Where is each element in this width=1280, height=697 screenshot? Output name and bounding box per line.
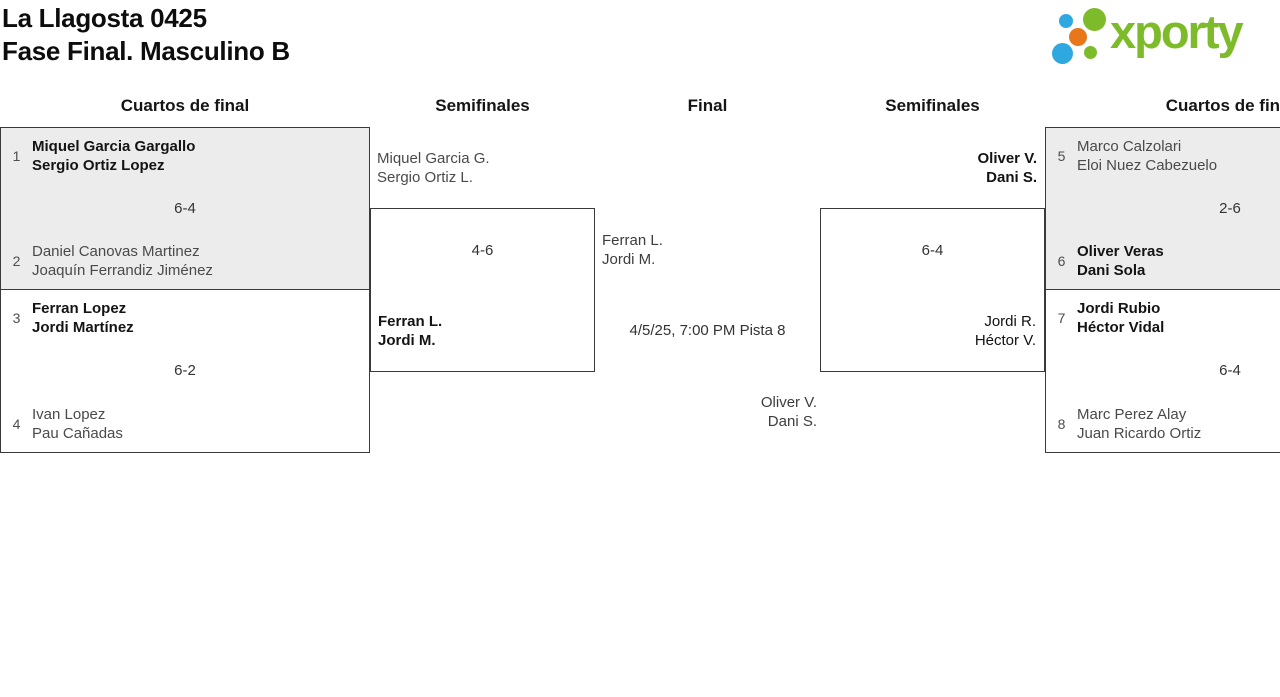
player-name: Jordi Martínez: [32, 319, 134, 336]
player-name: Ferran Lopez: [32, 300, 127, 317]
player-name: Ferran L.: [378, 313, 443, 330]
player-name: Dani S.: [986, 169, 1037, 186]
player-name: Jordi M.: [378, 332, 436, 349]
team-name: Miquel Garcia Gargallo Sergio Ortiz Lope…: [32, 137, 195, 175]
seed-number: 6: [1057, 253, 1066, 269]
team-row: 7 Jordi Rubio Héctor Vidal: [1054, 299, 1280, 337]
tournament-name: La Llagosta 0425: [2, 3, 207, 33]
player-name: Oliver V.: [760, 394, 817, 411]
team-name: Ferran Lopez Jordi Martínez: [32, 299, 134, 337]
xporty-wordmark: xporty: [1110, 5, 1244, 58]
player-name: Sergio Ortiz L.: [377, 169, 473, 186]
team-name: Jordi Rubio Héctor Vidal: [1077, 299, 1164, 337]
logo-dot-green-large-icon: [1083, 8, 1106, 31]
player-name: Marco Calzolari: [1077, 138, 1182, 155]
team-name: Marco Calzolari Eloi Nuez Cabezuelo: [1077, 137, 1217, 175]
match-qf2[interactable]: 3 Ferran Lopez Jordi Martínez 6-2 4 Ivan…: [0, 289, 370, 453]
match-score: 6-4: [921, 242, 944, 259]
final-team-right: Oliver V. Dani S.: [595, 393, 817, 431]
tournament-title: La Llagosta 0425 Fase Final. Masculino B: [2, 2, 290, 68]
sf-left-bottom-team: Ferran L. Jordi M.: [378, 312, 442, 350]
match-score: 4-6: [471, 242, 494, 259]
team-name: Daniel Canovas Martinez Joaquín Ferrandi…: [32, 242, 213, 280]
player-name: Héctor Vidal: [1077, 319, 1165, 336]
sf-right-top-team: Oliver V. Dani S.: [820, 149, 1038, 187]
sf-left-top-team: Miquel Garcia G. Sergio Ortiz L.: [377, 149, 490, 187]
seed-number: 8: [1057, 416, 1066, 432]
match-sf-right[interactable]: 6-4 Jordi R. Héctor V.: [820, 208, 1045, 372]
round-header-sf-left: Semifinales: [435, 96, 530, 115]
team-row: 4 Ivan Lopez Pau Cañadas: [9, 405, 361, 443]
team-row: 2 Daniel Canovas Martinez Joaquín Ferran…: [9, 242, 361, 280]
seed-number: 3: [12, 310, 21, 326]
team-row: 8 Marc Perez Alay Juan Ricardo Ortiz: [1054, 405, 1280, 443]
seed-number: 2: [12, 253, 21, 269]
team-name: Oliver Veras Dani Sola: [1077, 242, 1164, 280]
phase-category: Fase Final. Masculino B: [2, 36, 290, 66]
logo-dot-blue-small-icon: [1059, 14, 1073, 28]
round-header-sf-right: Semifinales: [885, 96, 980, 115]
player-name: Juan Ricardo Ortiz: [1077, 425, 1202, 442]
match-qf3[interactable]: 5 Marco Calzolari Eloi Nuez Cabezuelo 2-…: [1045, 127, 1280, 290]
logo-dot-blue-large-icon: [1052, 43, 1073, 64]
player-name: Miquel Garcia G.: [377, 150, 490, 167]
player-name: Sergio Ortiz Lopez: [32, 157, 165, 174]
xporty-logo[interactable]: xporty: [1050, 5, 1280, 71]
match-score: 6-4: [1219, 362, 1241, 379]
player-name: Miquel Garcia Gargallo: [32, 138, 196, 155]
round-header-qf-right: Cuartos de final: [1165, 96, 1280, 115]
player-name: Eloi Nuez Cabezuelo: [1077, 157, 1218, 174]
player-name: Ferran L.: [602, 232, 663, 249]
player-name: Héctor V.: [974, 332, 1036, 349]
seed-number: 5: [1057, 148, 1066, 164]
player-name: Oliver V.: [977, 150, 1038, 167]
player-name: Oliver Veras: [1077, 243, 1164, 260]
logo-dot-orange-icon: [1069, 28, 1087, 46]
team-row: 6 Oliver Veras Dani Sola: [1054, 242, 1280, 280]
player-name: Jordi M.: [602, 251, 656, 268]
player-name: Ivan Lopez: [32, 406, 106, 423]
team-row: 1 Miquel Garcia Gargallo Sergio Ortiz Lo…: [9, 137, 361, 175]
player-name: Dani Sola: [1077, 262, 1146, 279]
player-name: Daniel Canovas Martinez: [32, 243, 200, 260]
player-name: Joaquín Ferrandiz Jiménez: [32, 262, 213, 279]
match-score: 6-4: [174, 199, 196, 217]
round-header-qf-left: Cuartos de final: [120, 96, 250, 115]
player-name: Jordi Rubio: [1077, 300, 1161, 317]
final-team-left: Ferran L. Jordi M.: [602, 231, 663, 269]
player-name: Pau Cañadas: [32, 425, 123, 442]
seed-number: 1: [12, 148, 21, 164]
player-name: Dani S.: [767, 413, 817, 430]
match-sf-left[interactable]: 4-6 Ferran L. Jordi M.: [370, 208, 595, 372]
sf-right-bottom-team: Jordi R. Héctor V.: [975, 312, 1036, 350]
player-name: Marc Perez Alay: [1077, 406, 1187, 423]
match-qf1[interactable]: 1 Miquel Garcia Gargallo Sergio Ortiz Lo…: [0, 127, 370, 290]
match-qf4[interactable]: 7 Jordi Rubio Héctor Vidal 6-4 8 Marc Pe…: [1045, 289, 1280, 453]
match-score: 6-2: [174, 362, 196, 379]
seed-number: 7: [1057, 310, 1066, 326]
team-row: 5 Marco Calzolari Eloi Nuez Cabezuelo: [1054, 137, 1280, 175]
team-name: Ivan Lopez Pau Cañadas: [32, 405, 123, 443]
seed-number: 4: [12, 416, 21, 432]
player-name: Jordi R.: [984, 313, 1036, 330]
round-header-final: Final: [687, 96, 728, 115]
final-schedule: 4/5/25, 7:00 PM Pista 8: [629, 322, 786, 339]
match-score: 2-6: [1219, 199, 1241, 217]
team-row: 3 Ferran Lopez Jordi Martínez: [9, 299, 361, 337]
logo-dot-green-small-icon: [1084, 46, 1097, 59]
team-name: Marc Perez Alay Juan Ricardo Ortiz: [1077, 405, 1201, 443]
